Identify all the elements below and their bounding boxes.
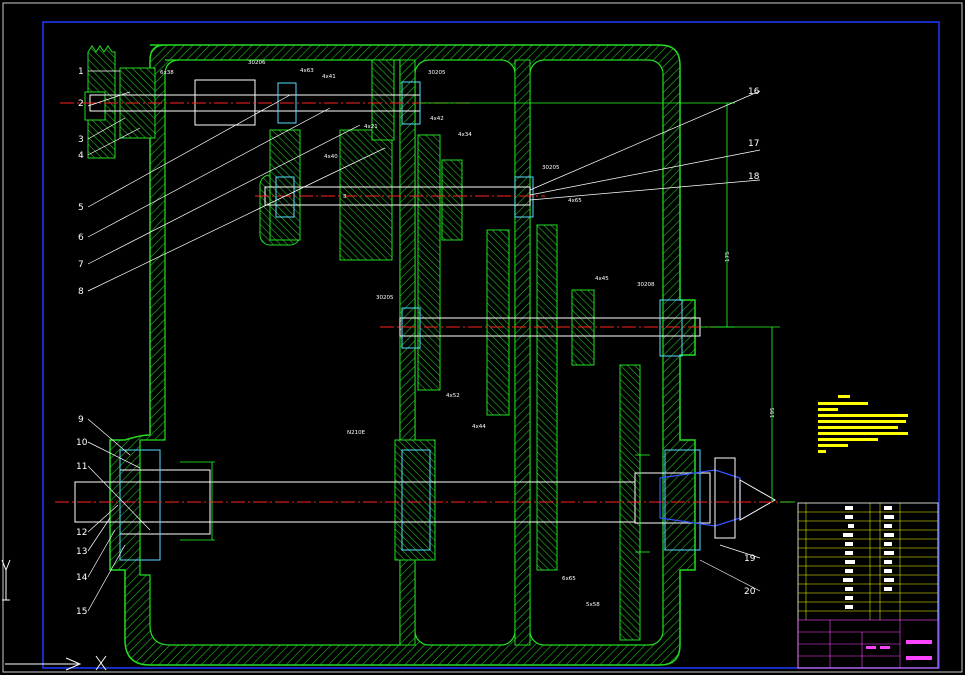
callout-8: 8 (78, 287, 84, 297)
mark-14: 3 (343, 194, 347, 200)
bearings (119, 81, 701, 561)
bearing-code-5: 30208 (637, 282, 655, 288)
callout-11: 11 (76, 462, 87, 472)
drawing-frame (42, 21, 940, 669)
gear-marks: 4x41 4x63 4x42 4x34 4x21 4x40 4x65 4x52 … (160, 68, 609, 608)
bearing-code-2: 30205 (428, 70, 446, 76)
callout-2: 2 (78, 99, 84, 109)
callout-10: 10 (76, 438, 88, 448)
centre-lines (55, 102, 790, 503)
callout-15: 15 (76, 607, 87, 617)
gear-c (417, 134, 441, 391)
bearing-8 (119, 449, 161, 561)
callout-20: 20 (744, 587, 756, 597)
gear-f (536, 224, 558, 571)
bearing-9 (664, 449, 701, 551)
bearing-code-3: 30205 (542, 165, 560, 171)
mark-13: 6x38 (160, 70, 174, 76)
technical-notes (818, 395, 908, 453)
gear-i (269, 129, 301, 241)
mark-11: 5x58 (586, 602, 600, 608)
callout-17: 17 (748, 139, 759, 149)
leader-lines (87, 70, 761, 612)
callout-7: 7 (78, 260, 84, 270)
gear-d (441, 159, 463, 241)
mark-3: 4x42 (430, 116, 444, 122)
spindle-nose (659, 457, 777, 539)
callout-14: 14 (76, 573, 88, 583)
dim-175: 175 (725, 251, 731, 262)
bearing-code-1: 30206 (248, 60, 266, 66)
mark-7: 4x65 (568, 198, 582, 204)
bearing-3 (275, 176, 295, 218)
callout-18: 18 (748, 172, 760, 182)
gears (269, 59, 641, 641)
dimension-lines (180, 102, 795, 553)
callout-19: 19 (744, 554, 756, 564)
bearing-code-4: 30205 (376, 295, 394, 301)
bearing-code-6: N210E (347, 430, 366, 436)
mark-1: 4x41 (322, 74, 336, 80)
mark-10: 4x45 (595, 276, 609, 282)
callout-1: 1 (78, 67, 84, 77)
bearing-7 (401, 449, 431, 551)
bearing-labels: 30206 30205 30205 30205 30208 N210E (248, 60, 655, 436)
bearing-6 (659, 299, 683, 357)
callout-13: 13 (76, 547, 87, 557)
mark-12: 6x65 (562, 576, 576, 582)
mark-6: 4x40 (324, 154, 338, 160)
callout-5: 5 (78, 203, 84, 213)
callout-16: 16 (748, 87, 760, 97)
mark-2: 4x63 (300, 68, 314, 74)
bearing-5 (401, 307, 421, 349)
callout-6: 6 (78, 233, 84, 243)
title-block (797, 502, 939, 669)
callout-numbers: 1 2 3 4 5 6 7 8 9 10 11 12 13 14 15 16 1… (76, 67, 760, 617)
mark-4: 4x34 (458, 132, 472, 138)
mark-9: 4x44 (472, 424, 486, 430)
gear-b (371, 59, 395, 141)
callout-4: 4 (78, 151, 84, 161)
bearing-4 (514, 176, 534, 218)
gear-e (486, 229, 510, 416)
mark-5: 4x21 (364, 124, 378, 130)
bearing-1 (277, 82, 297, 124)
ucs-origin-marker (1, 559, 107, 671)
dim-195: 195 (770, 407, 776, 418)
v-belt-pulley (84, 45, 156, 159)
callout-12: 12 (76, 528, 87, 538)
mark-8: 4x52 (446, 393, 460, 399)
callout-3: 3 (78, 135, 84, 145)
callout-9: 9 (78, 415, 84, 425)
gear-a (339, 129, 393, 261)
gearbox-housing (109, 44, 696, 666)
